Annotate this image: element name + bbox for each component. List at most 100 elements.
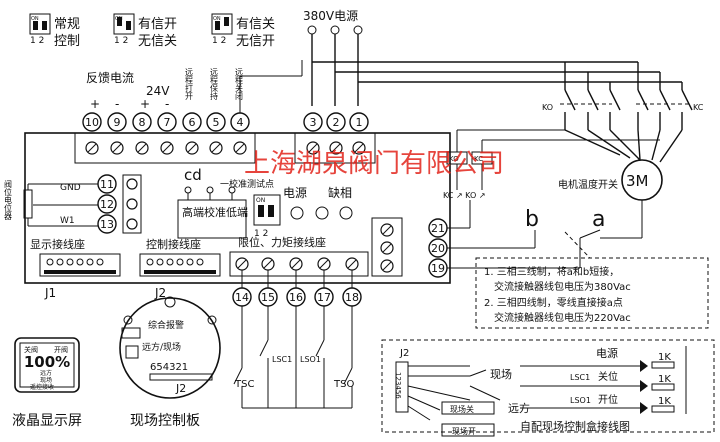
- terminal-5: 5: [213, 116, 220, 129]
- contactor-kc: KC: [636, 89, 704, 130]
- board-dip-switch: ON 1 2: [253, 194, 281, 239]
- field-box-j2: J2: [399, 348, 409, 359]
- power-led-label: 电源: [283, 186, 307, 200]
- terminal-11: 11: [100, 178, 114, 191]
- switch-lso1: LSO1: [300, 355, 321, 364]
- motor: 3M: [621, 159, 663, 201]
- control-socket-label: 控制接线座: [146, 237, 201, 251]
- lcd-mode: 遥控接收: [30, 383, 54, 391]
- remote-labels: 远程打开 远程保持 远程关闭: [185, 68, 244, 101]
- dip-legend-close-on-signal: ON 1 2 有信关 无信开: [211, 13, 275, 49]
- pot-terminals: 11 12 13: [97, 174, 142, 234]
- field-box-pins: 123456: [394, 372, 402, 399]
- display-socket-label: 显示接线座: [30, 237, 85, 251]
- terminal-17: 17: [317, 291, 331, 304]
- board-pins: 654321: [150, 362, 188, 373]
- watermark: 上海湖泉阀门有限公司: [244, 149, 504, 179]
- remote-open-label: 远程打开: [185, 68, 194, 101]
- field-power: 电源: [596, 346, 618, 360]
- calibration-points: 高端 校准 低端: [177, 186, 248, 239]
- remote-hold-label: 远程保持: [210, 68, 219, 101]
- power-label: 380V电源: [303, 9, 358, 23]
- lcd-top-left: 关阀: [24, 345, 38, 354]
- limit-switch-wiring: [233, 306, 353, 409]
- switch-tso: TSO: [333, 379, 354, 390]
- limit-socket-label: 限位、力矩接线座: [238, 235, 326, 249]
- ko-label: KO: [542, 103, 553, 112]
- field-lsc1: LSC1: [570, 373, 590, 382]
- dip_switches-1-on_label: ON: [115, 16, 123, 22]
- resistor-2: 1K: [658, 374, 671, 385]
- power-inputs: [307, 25, 683, 106]
- dip_switches-0-pins: 1 2: [30, 36, 44, 46]
- phase-led: [315, 206, 329, 220]
- lcd-sub2: 现场: [40, 376, 52, 384]
- j1-label: J1: [44, 286, 56, 300]
- relay-contacts-label: KC ↗ KO ↗: [443, 191, 486, 200]
- coil-ko: KO: [449, 155, 459, 163]
- terminal-1: 1: [356, 116, 363, 129]
- terminal-13: 13: [100, 218, 114, 231]
- top-terminal-row: 10 9 8 7 6 5 4 3 2 1: [82, 112, 369, 132]
- terminal-2: 2: [333, 116, 340, 129]
- terminal-6: 6: [189, 116, 196, 129]
- dip_switches-2-pins: 1 2: [212, 36, 226, 46]
- field-local: 现场: [490, 367, 512, 381]
- main-board: [24, 132, 451, 284]
- pot-side-label: 阀位电位器: [4, 180, 13, 221]
- control-socket: [139, 253, 221, 277]
- terminal-10: 10: [85, 116, 99, 129]
- field-box: J2 123456 现场 远方 现场关 现场开 电源 LSC1 关位 LSO1 …: [381, 339, 715, 437]
- relay-coils: KO KC KC ↗ KO ↗: [443, 129, 660, 210]
- terminal-8: 8: [139, 116, 146, 129]
- board-on_label: ON: [256, 197, 265, 204]
- field-remote: 远方: [508, 401, 530, 415]
- label-a: a: [592, 207, 605, 232]
- sign-2: -: [115, 97, 119, 111]
- switch-tsc: TSC: [234, 379, 254, 390]
- note-4: 交流接触器线包电压为220Vac: [494, 311, 631, 324]
- field-local-open: 现场开: [452, 427, 476, 436]
- lcd-percent: 100%: [24, 353, 70, 371]
- aux-led: [339, 206, 353, 220]
- field-close-pos: 关位: [598, 370, 618, 383]
- j2-label: J2: [154, 286, 166, 300]
- field-lso1: LSO1: [570, 396, 591, 405]
- remote-close-label: 远程关闭: [235, 68, 244, 101]
- note-3: 2. 三相四线制，零线直接接a点: [484, 296, 623, 309]
- motor-feed: [564, 129, 683, 163]
- terminal-3: 3: [310, 116, 317, 129]
- caption-lcd: 液晶显示屏: [12, 413, 82, 429]
- dip_switches-0-on_label: ON: [31, 16, 39, 22]
- dip-legend-open-line1: 有信开: [138, 17, 177, 32]
- sign-1: +: [90, 97, 100, 111]
- power-led: [290, 206, 304, 220]
- dip-legend-close-line1: 有信关: [236, 17, 275, 32]
- coil-kc: KC: [474, 155, 483, 163]
- resistor-3: 1K: [658, 396, 671, 407]
- field-box-title: 自配现场控制盒接线图: [520, 419, 630, 433]
- switch-lsc1: LSC1: [272, 355, 292, 364]
- remote-local-label: 远方/现场: [142, 341, 181, 353]
- terminal-12: 12: [100, 198, 114, 211]
- label-b: b: [525, 207, 539, 232]
- board-j2: J2: [175, 382, 186, 395]
- limit-socket: [229, 251, 369, 277]
- bottom-terminals: 14 15 16 17 18: [232, 270, 362, 307]
- notes-box: 1. 三相三线制，将a和b短接， 交流接触器线包电压为380Vac 2. 三相四…: [475, 231, 709, 329]
- dip-legend-normal-line2: 控制: [54, 34, 80, 49]
- kc-label: KC: [693, 103, 704, 112]
- terminal-18: 18: [345, 291, 359, 304]
- motor-symbol: 3M: [626, 172, 649, 190]
- terminal-7: 7: [164, 116, 171, 129]
- terminal-15: 15: [261, 291, 275, 304]
- right-socket: 21 20 19: [371, 200, 601, 278]
- terminal-9: 9: [114, 116, 121, 129]
- note-1: 1. 三相三线制，将a和b短接，: [484, 265, 619, 278]
- terminal-14: 14: [235, 291, 249, 304]
- top-wires: [239, 60, 303, 113]
- terminal-20: 20: [431, 242, 445, 255]
- calib-high: 高端: [182, 205, 204, 219]
- dip_switches-1-pins: 1 2: [114, 36, 128, 46]
